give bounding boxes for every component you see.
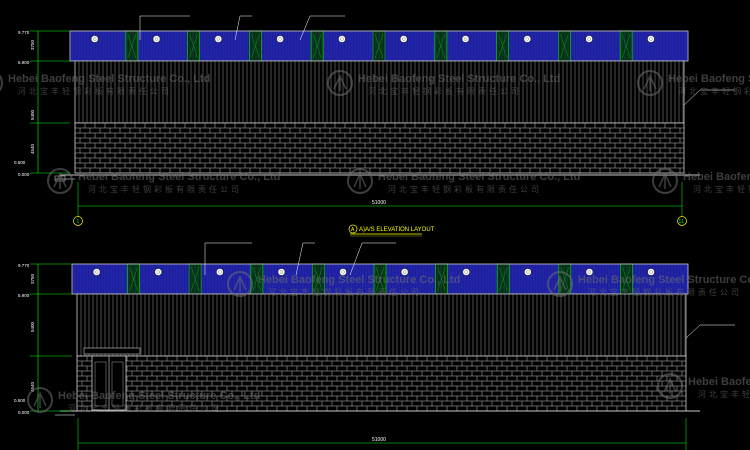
ventilator-icon (277, 268, 286, 276)
top-level-4: 0.000 (18, 172, 30, 177)
top-width-label: 51000 (372, 200, 386, 206)
section-title-text: A)A/S ELEVATION LAYOUT (359, 227, 435, 233)
ventilator-icon (585, 35, 593, 43)
watermark: Hebei Baofeng Steel Structure Co., Ltd河北… (27, 387, 260, 413)
entrance-door (83, 347, 141, 411)
top-level-1: 9.770 (18, 30, 30, 35)
grid-bubble-right (677, 216, 687, 226)
bottom-level-4: 0.000 (18, 410, 30, 415)
watermark: Hebei Baofeng Steel Structure Co., Ltd河北… (227, 271, 460, 297)
ventilator-icon (216, 268, 224, 276)
top-band-ribs (69, 30, 689, 62)
ventilator-icon (92, 268, 101, 276)
ventilator-icon (276, 35, 284, 43)
svg-text:河北宝丰轻钢彩板有限责任公司: 河北宝丰轻钢彩板有限责任公司 (88, 184, 242, 194)
svg-text:Hebei Baofeng Steel Structure: Hebei Baofeng Steel Structure Co., Ltd (358, 73, 560, 85)
svg-text:河北宝丰轻钢彩板有限责任公司: 河北宝丰轻钢彩板有限责任公司 (698, 389, 750, 399)
top-level-dimensions: 9.770 5.900 0.500 0.000 3750 5400 4540 (14, 30, 70, 177)
section-title: A A)A/S ELEVATION LAYOUT (348, 224, 435, 237)
door-canopy (83, 347, 141, 355)
watermark: Hebei Baofeng Steel Structure Co., Ltd河北… (327, 70, 560, 96)
bottom-level-3: 0.500 (14, 398, 26, 403)
watermark: Hebei Baofeng Steel Structure Co., Ltd河北… (657, 373, 750, 399)
svg-text:河北宝丰轻钢彩板有限责任公司: 河北宝丰轻钢彩板有限责任公司 (268, 287, 422, 297)
watermark: Hebei Baofeng Steel Structure Co., Ltd河北… (47, 168, 280, 194)
grid-label-right: 11 (679, 219, 684, 225)
bottom-brick-courses (76, 356, 686, 411)
ventilator-icon (400, 35, 408, 43)
watermark: Hebei Baofeng Steel Structure Co., Ltd河北… (637, 70, 750, 96)
bottom-level-2: 5.900 (18, 293, 30, 298)
bottom-elevation: 9.770 5.900 0.500 0.000 3750 5400 4540 (14, 242, 735, 450)
bottom-dim-2: 5400 (30, 321, 35, 332)
svg-text:Hebei Baofeng Steel Structure: Hebei Baofeng Steel Structure Co., Ltd (683, 171, 750, 183)
svg-text:Hebei Baofeng Steel Structure: Hebei Baofeng Steel Structure Co., Ltd (668, 73, 750, 85)
svg-text:河北宝丰轻钢彩板有限责任公司: 河北宝丰轻钢彩板有限责任公司 (693, 184, 750, 194)
ventilator-icon (647, 268, 655, 276)
bottom-width-label: 51000 (372, 437, 386, 443)
top-wall-cladding (74, 60, 685, 124)
section-title-bubble (348, 224, 358, 234)
ventilator-icon (91, 35, 99, 43)
svg-text:Hebei Baofeng Steel Structure: Hebei Baofeng Steel Structure Co., Ltd (258, 274, 460, 286)
watermark: Hebei Baofeng Steel Structure Co., Ltd河北… (547, 271, 750, 297)
svg-text:Hebei Baofeng Steel Structure: Hebei Baofeng Steel Structure Co., Ltd (688, 376, 750, 388)
watermark: Hebei Baofeng Steel Structure Co., Ltd河北… (0, 73, 210, 96)
ventilator-icon (339, 268, 347, 276)
ventilator-icon (647, 35, 655, 43)
top-dim-2: 5400 (30, 109, 35, 120)
ventilator-icon (154, 268, 162, 276)
bottom-callouts (55, 242, 735, 416)
svg-text:Hebei Baofeng Steel Structure: Hebei Baofeng Steel Structure Co., Ltd (78, 171, 280, 183)
watermark: Hebei Baofeng Steel Structure Co., Ltd河北… (652, 168, 750, 194)
top-brick-courses (74, 123, 684, 173)
svg-text:Hebei Baofeng Steel Structure: Hebei Baofeng Steel Structure Co., Ltd (378, 171, 580, 183)
top-dim-1: 3750 (30, 39, 35, 50)
bottom-level-1: 9.770 (18, 263, 30, 268)
ventilator-icon (214, 35, 223, 43)
svg-text:河北宝丰轻钢彩板有限责任公司: 河北宝丰轻钢彩板有限责任公司 (388, 184, 542, 194)
ventilator-icon (523, 35, 532, 43)
svg-text:河北宝丰轻钢彩板有限责任公司: 河北宝丰轻钢彩板有限责任公司 (678, 86, 750, 96)
watermark-layer: Hebei Baofeng Steel Structure Co., Ltd河北… (0, 70, 750, 413)
top-ventilators (91, 35, 655, 43)
watermark: Hebei Baofeng Steel Structure Co., Ltd河北… (347, 168, 580, 194)
bottom-dim-3: 4540 (30, 381, 35, 392)
ventilator-icon (462, 268, 470, 276)
top-elevation: 9.770 5.900 0.500 0.000 3750 5400 4540 (14, 15, 735, 226)
svg-text:河北宝丰轻钢彩板有限责任公司: 河北宝丰轻钢彩板有限责任公司 (18, 86, 172, 96)
bottom-ventilators (92, 268, 655, 276)
svg-text:Hebei Baofeng Steel Structure: Hebei Baofeng Steel Structure Co., Ltd (58, 390, 260, 402)
ventilator-icon (400, 268, 409, 276)
svg-text:Hebei Baofeng Steel Structure: Hebei Baofeng Steel Structure Co., Ltd (578, 274, 750, 286)
ventilator-icon (585, 268, 594, 276)
svg-text:Hebei Baofeng Steel Structure: Hebei Baofeng Steel Structure Co., Ltd (8, 73, 210, 85)
top-dim-3: 4540 (30, 143, 35, 154)
svg-text:河北宝丰轻钢彩板有限责任公司: 河北宝丰轻钢彩板有限责任公司 (68, 403, 222, 413)
ventilator-icon (524, 268, 532, 276)
ventilator-icon (152, 35, 161, 43)
ventilator-icon (338, 35, 346, 43)
bottom-wall-cladding (76, 293, 687, 357)
top-level-3: 0.500 (14, 160, 26, 165)
ventilator-icon (461, 35, 470, 43)
grid-label-left: 1 (77, 219, 80, 225)
svg-text:河北宝丰轻钢彩板有限责任公司: 河北宝丰轻钢彩板有限责任公司 (368, 86, 522, 96)
bottom-dim-1: 3750 (30, 273, 35, 284)
bottom-overall-dimension: 51000 (77, 418, 687, 450)
bottom-brick-wall (76, 355, 687, 412)
grid-bubble-left (73, 216, 83, 226)
svg-text:A: A (351, 227, 355, 233)
top-level-2: 5.900 (18, 60, 30, 65)
svg-text:河北宝丰轻钢彩板有限责任公司: 河北宝丰轻钢彩板有限责任公司 (588, 287, 742, 297)
top-overall-dimension: 51000 1 11 (73, 182, 687, 226)
